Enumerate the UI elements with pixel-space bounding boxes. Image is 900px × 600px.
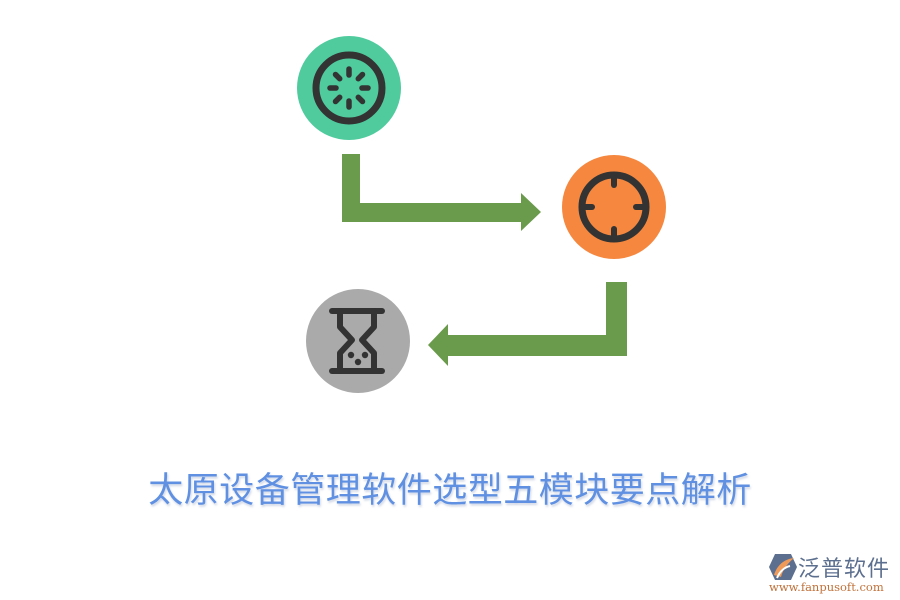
fanpu-logo-icon: [769, 554, 797, 580]
brand-logo: 泛普软件 www.fanpusoft.com: [768, 551, 898, 596]
hourglass-icon: [329, 308, 385, 374]
crosshair-target-icon: [578, 171, 650, 243]
logo-brand-name: 泛普软件: [798, 557, 891, 582]
diagram-title: 太原设备管理软件选型五模块要点解析: [148, 471, 752, 511]
loading-spinner-icon: [312, 51, 386, 125]
logo-website-url: www.fanpusoft.com: [769, 580, 884, 594]
arrow-node2-to-node3: [428, 282, 627, 366]
node-target: [562, 155, 666, 259]
node-hourglass: [306, 289, 410, 393]
node-loading: [297, 36, 401, 140]
arrow-node1-to-node2: [342, 154, 541, 231]
